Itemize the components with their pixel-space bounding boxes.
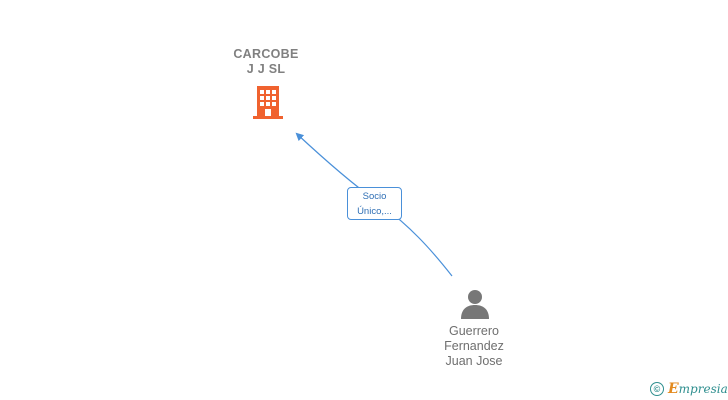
company-name-line1: CARCOBE: [233, 47, 299, 61]
person-icon[interactable]: [460, 289, 490, 319]
building-icon[interactable]: [251, 84, 285, 120]
brand-rest: mpresia: [678, 382, 728, 396]
relationship-label-line2: Único,...: [357, 206, 392, 217]
person-node-label[interactable]: Guerrero Fernandez Juan Jose: [422, 324, 526, 369]
company-node-label[interactable]: CARCOBE J J SL: [206, 47, 326, 77]
footer-brand[interactable]: © Empresia: [650, 380, 728, 398]
relationship-label[interactable]: Socio Único,...: [347, 187, 402, 220]
person-name-line3: Juan Jose: [445, 354, 503, 368]
person-name-line1: Guerrero: [448, 324, 500, 338]
company-name-line2: J J SL: [246, 62, 286, 76]
brand-logo: Empresia: [668, 381, 728, 397]
person-name-line2: Fernandez: [444, 339, 504, 353]
relationship-label-line1: Socio: [362, 191, 387, 202]
copyright-icon: ©: [650, 382, 664, 396]
brand-first-letter: E: [668, 381, 679, 397]
